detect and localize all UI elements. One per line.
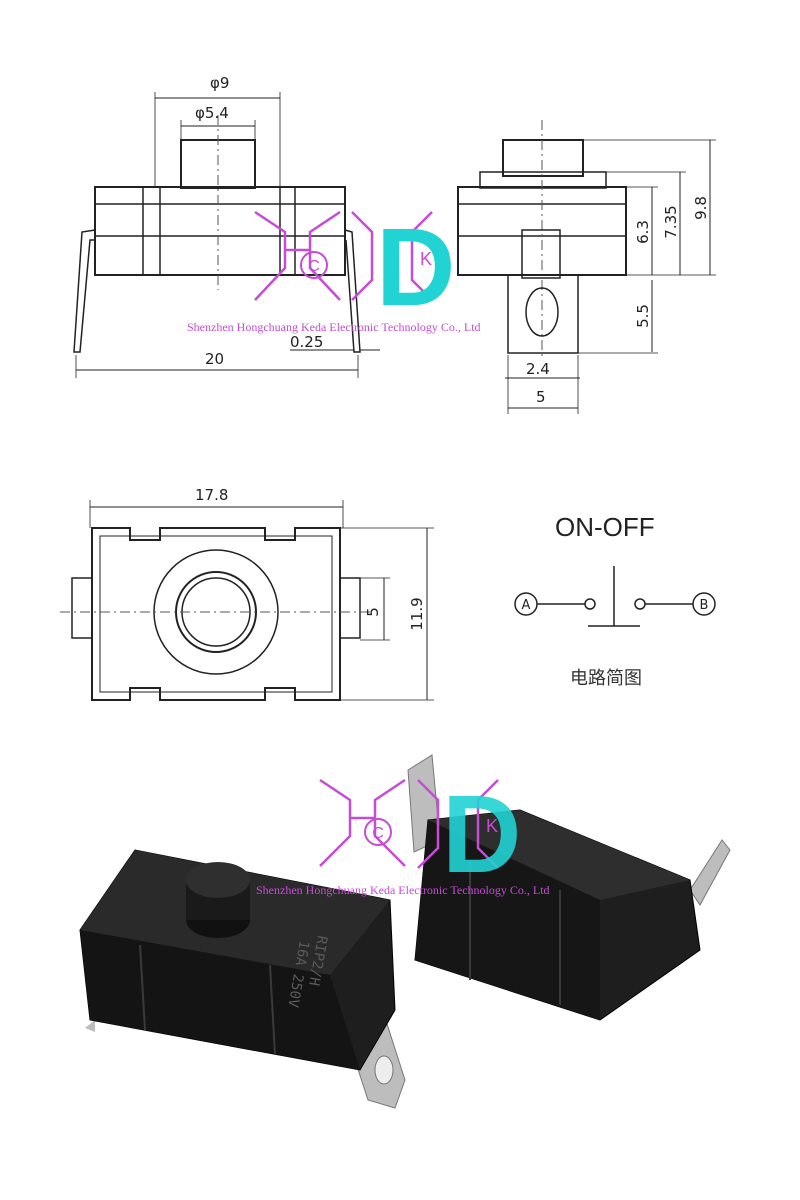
back-terminal-right xyxy=(689,839,731,906)
dim-total-height: 9.8 xyxy=(692,196,710,220)
right-tab xyxy=(339,577,361,639)
dim-button-dia: φ5.4 xyxy=(195,104,229,122)
dim-width: 20 xyxy=(205,350,224,368)
logo-letter-k: K xyxy=(420,249,432,269)
side-view: φ9 φ5.4 20 0.25 xyxy=(73,74,380,378)
left-tab xyxy=(71,577,93,639)
watermark-logo-bottom: C D K Shenzhen Hongchuang Keda Electroni… xyxy=(256,773,550,897)
schematic: ON-OFF A B 电路简图 xyxy=(514,512,716,689)
front-switch: 16A 250V RIP2/H xyxy=(79,849,406,1109)
terminal-b-circle xyxy=(692,592,716,616)
watermark-company-bottom: Shenzhen Hongchuang Keda Electronic Tech… xyxy=(256,883,550,897)
dim-body-height: 6.3 xyxy=(634,220,652,244)
product-photo: 16A 250V RIP2/H xyxy=(79,754,731,1109)
logo2-letter-d: D xyxy=(442,773,521,896)
left-terminal xyxy=(73,229,96,353)
back-switch xyxy=(407,754,731,1021)
switch-body xyxy=(94,186,346,276)
dim-terminal-length: 5.5 xyxy=(634,304,652,328)
end-button-cap xyxy=(502,139,584,177)
dim-top-width: 11.9 xyxy=(408,597,426,630)
schematic-caption: 电路简图 xyxy=(570,668,642,689)
dim-tab: 5 xyxy=(364,607,382,617)
contact-b xyxy=(634,598,646,610)
watermark-company-top: Shenzhen Hongchuang Keda Electronic Tech… xyxy=(187,320,481,334)
logo2-letter-k: K xyxy=(486,816,498,836)
dim-terminal-inner: 2.4 xyxy=(526,360,550,378)
contact-a xyxy=(584,598,596,610)
dim-terminal-thickness: 0.25 xyxy=(290,333,323,351)
top-view: 17.8 11.9 5 xyxy=(60,486,434,701)
watermark-logo-top: C D K Shenzhen Hongchuang Keda Electroni… xyxy=(187,206,481,334)
dim-length: 17.8 xyxy=(195,486,228,504)
logo-letter-d: D xyxy=(376,206,455,329)
end-terminal xyxy=(507,274,579,354)
end-view: 6.3 7.35 9.8 5.5 2.4 5 xyxy=(457,120,716,414)
terminal-b-label: B xyxy=(700,598,709,613)
dim-outer-dia: φ9 xyxy=(210,74,229,92)
schematic-title: ON-OFF xyxy=(555,512,655,542)
dim-mid-height: 7.35 xyxy=(662,205,680,238)
right-terminal xyxy=(344,229,361,353)
photo-button xyxy=(186,862,250,898)
dim-terminal-width: 5 xyxy=(536,388,546,406)
logo2-letter-c: C xyxy=(372,825,384,842)
terminal-a-label: A xyxy=(522,598,531,613)
logo-letter-c: C xyxy=(308,258,320,275)
